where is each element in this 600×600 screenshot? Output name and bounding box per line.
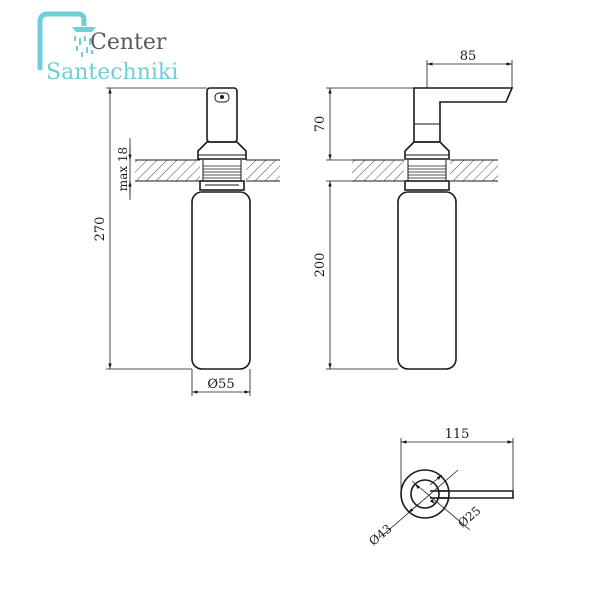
dim-bottle-diameter: Ø55 [207,377,234,392]
dim-bottle-height: 200 [313,253,328,278]
dim-spout-reach: 85 [460,49,477,64]
inner-ring [410,479,440,509]
dim-inner-diameter: Ø25 [455,504,483,531]
pump-button [214,92,230,103]
dim-total-length: 115 [445,427,470,442]
logo-line1: Center [90,30,167,55]
dim-outer-diameter: Ø43 [366,522,394,549]
company-logo: Center Santechniki [37,11,178,85]
outer-ring [400,469,450,519]
soap-bottle-side [397,191,457,370]
dim-max-thickness: max 18 [116,147,130,191]
logo-line2: Santechniki [46,60,178,85]
top-view: 115 Ø43 Ø25 [366,427,514,549]
pump-head-spout [413,87,514,143]
side-view: 85 70 200 [313,49,514,370]
spout-arm-top [430,490,514,499]
dim-top-height: 70 [313,116,328,133]
soap-bottle [191,191,251,370]
shower-icon [37,11,96,70]
front-view: 270 max 18 Ø55 [93,87,280,396]
dim-total-height: 270 [93,217,108,242]
